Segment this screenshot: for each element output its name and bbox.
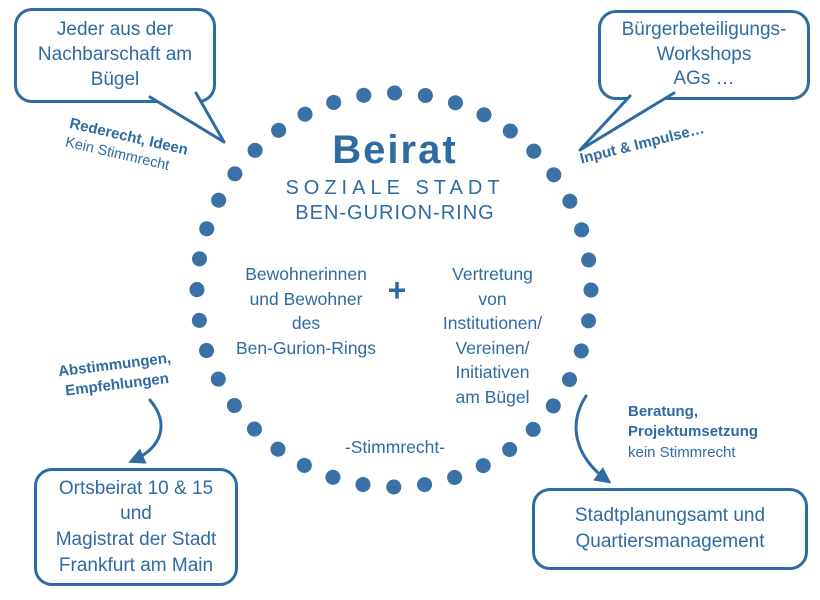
member-group-institutions: Vertretung von Institutionen/ Vereinen/ … <box>442 264 543 407</box>
circle-subtitle-line1: SOZIALE STADT <box>285 177 505 199</box>
annotation-top-right-bold: Input & Impulse… <box>578 120 707 168</box>
speech-bubble-neighborhood-text: Jeder aus der Nachbarschaft am Bügel <box>37 19 193 90</box>
info-box-ortsbeirat-text: Ortsbeirat 10 & 15 und Magistrat der Sta… <box>55 477 217 576</box>
info-box-stadtplanungsamt: Stadtplanungsamt und Quartiersmanagement <box>532 488 808 570</box>
circle-title: Beirat <box>332 128 458 172</box>
info-box-stadtplanungsamt-text: Stadtplanungsamt und Quartiersmanagement <box>574 505 766 552</box>
arrow-to-ortsbeirat-icon <box>128 398 163 464</box>
circle-title-block: Beirat SOZIALE STADT BEN-GURION-RING <box>244 128 546 225</box>
info-box-ortsbeirat: Ortsbeirat 10 & 15 und Magistrat der Sta… <box>34 468 238 586</box>
speech-bubble-workshops-text: Bürgerbeteiligungs- Workshops AGs … <box>621 18 787 90</box>
speech-bubble-workshops: Bürgerbeteiligungs- Workshops AGs … <box>598 10 810 100</box>
plus-sign: + <box>387 272 407 308</box>
arrow-to-stadtplanungsamt-icon <box>574 394 612 484</box>
circle-subtitle-line2: BEN-GURION-RING <box>295 202 495 224</box>
annotation-top-left: Rederecht, Ideen Kein Stimmrecht <box>63 114 218 187</box>
annotation-bottom-left: Abstimmungen, Empfehlungen <box>57 349 172 400</box>
annotation-bottom-right-bold: Beratung, Projektumsetzung <box>628 403 759 441</box>
voting-rights-note: -Stimmrecht- <box>344 437 446 457</box>
member-group-residents: Bewohnerinnen und Bewohner des Ben-Gurio… <box>235 264 377 358</box>
annotation-bottom-right-normal: kein Stimmrecht <box>628 443 736 461</box>
speech-bubble-neighborhood: Jeder aus der Nachbarschaft am Bügel <box>14 8 216 103</box>
annotation-bottom-right: Beratung, Projektumsetzung kein Stimmrec… <box>628 402 788 463</box>
annotation-top-right: Input & Impulse… <box>578 111 738 169</box>
